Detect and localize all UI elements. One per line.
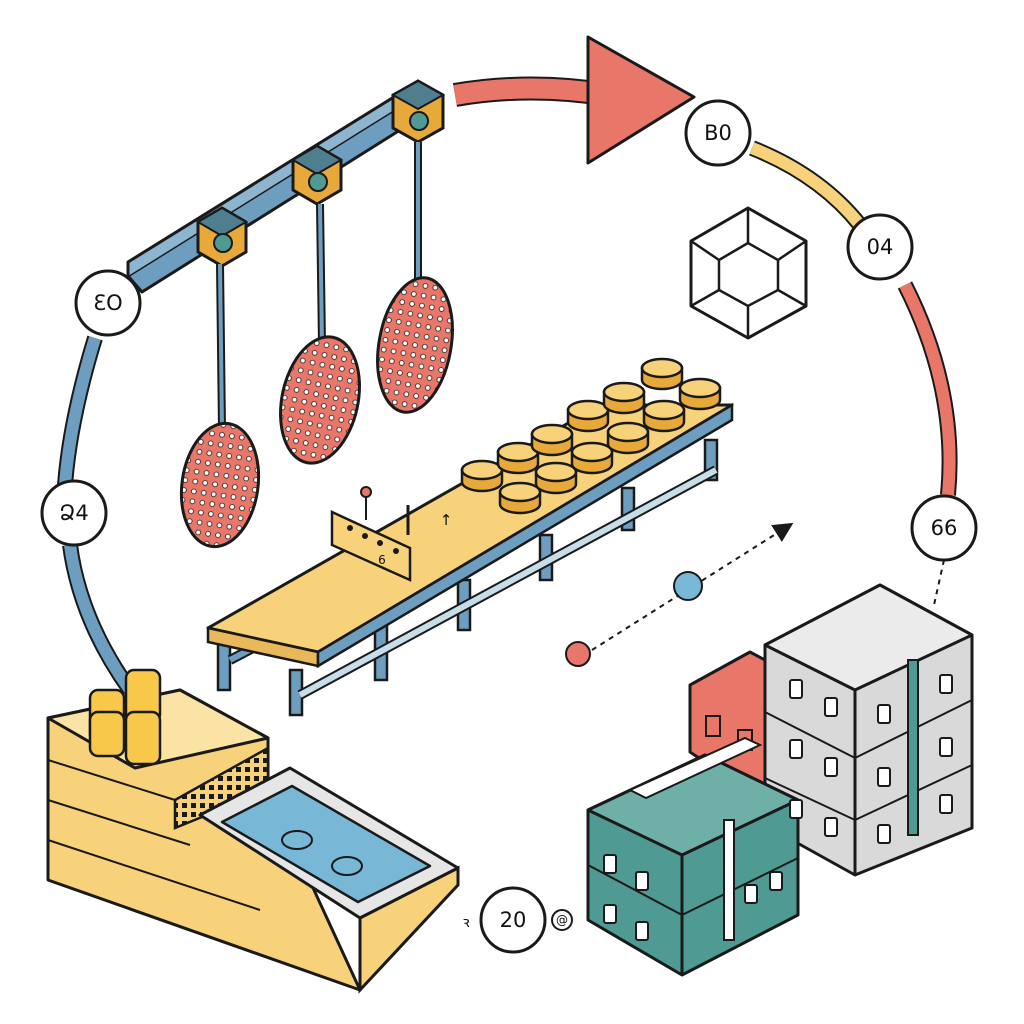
box-window	[789, 799, 803, 819]
stage-label-20: 20	[500, 908, 527, 932]
box-window	[877, 704, 891, 724]
stage-node-right-upper: 04	[846, 213, 914, 281]
box-window	[789, 679, 803, 699]
product-puck	[606, 421, 650, 455]
product-puck	[460, 459, 504, 493]
product-puck	[530, 423, 574, 457]
tank-icon	[46, 668, 460, 994]
hexagon-icon	[689, 206, 808, 340]
rail-bracket-2	[291, 144, 343, 206]
box-window	[635, 871, 649, 891]
stage-label-b0: B0	[704, 121, 732, 145]
product-puck	[566, 399, 610, 433]
panel-arrow-icon: ↑	[440, 511, 453, 529]
conveyor-table	[206, 402, 734, 717]
box-window	[824, 697, 838, 717]
box-window	[603, 904, 617, 924]
cycle-arrowhead-icon	[586, 35, 696, 165]
flow-indicator	[565, 522, 794, 667]
rail-bracket-1	[196, 206, 248, 268]
box-windows	[603, 674, 953, 941]
cycle-dash-right	[933, 559, 945, 606]
stage-label-24: Ձ4	[59, 501, 88, 525]
conveyor-legs	[216, 438, 719, 717]
product-puck	[678, 377, 722, 411]
box-window	[877, 767, 891, 787]
stage-label-66: 66	[931, 516, 958, 540]
bottom-right-mark: @	[556, 913, 568, 927]
panel-text: 6	[378, 553, 386, 567]
product-pucks	[460, 357, 722, 515]
box-window	[939, 737, 953, 757]
cycle-ring	[57, 35, 958, 695]
stage-node-bottom: 20 ꝛ @	[462, 886, 573, 954]
box-window	[744, 884, 758, 904]
box-window	[789, 739, 803, 759]
product-puck	[570, 441, 614, 475]
flow-dot-red	[565, 641, 591, 667]
product-puck	[602, 381, 646, 415]
stage-node-left-lower: Ձ4	[40, 479, 108, 547]
box-window	[877, 824, 891, 844]
box-window	[603, 854, 617, 874]
product-puck	[640, 357, 684, 391]
boxes-icon	[586, 583, 974, 977]
flow-dot-blue	[673, 571, 703, 601]
control-panel: 6 ↑	[330, 486, 453, 582]
box-window	[939, 674, 953, 694]
box-window	[824, 757, 838, 777]
stage-node-top-right: B0	[684, 99, 752, 167]
product-puck	[498, 481, 542, 515]
rail-bracket-3	[390, 79, 446, 144]
overhead-rail	[126, 80, 434, 294]
product-puck	[496, 441, 540, 475]
box-window	[769, 871, 783, 891]
box-window	[635, 921, 649, 941]
stage-label-04: 04	[867, 235, 894, 259]
paddle-1	[179, 421, 261, 549]
box-window	[824, 817, 838, 837]
paddle-icon	[179, 79, 454, 549]
stage-label-e0: ƐO	[93, 291, 122, 315]
product-puck	[642, 399, 686, 433]
product-puck	[534, 461, 578, 495]
stage-node-right-lower: 66	[910, 494, 978, 562]
paddle-3	[376, 276, 454, 414]
stage-node-left-upper: ƐO	[74, 269, 142, 337]
cylinder-stack	[88, 668, 162, 766]
bottom-left-mark: ꝛ	[462, 913, 469, 931]
box-window	[939, 794, 953, 814]
paddle-2	[279, 335, 361, 465]
